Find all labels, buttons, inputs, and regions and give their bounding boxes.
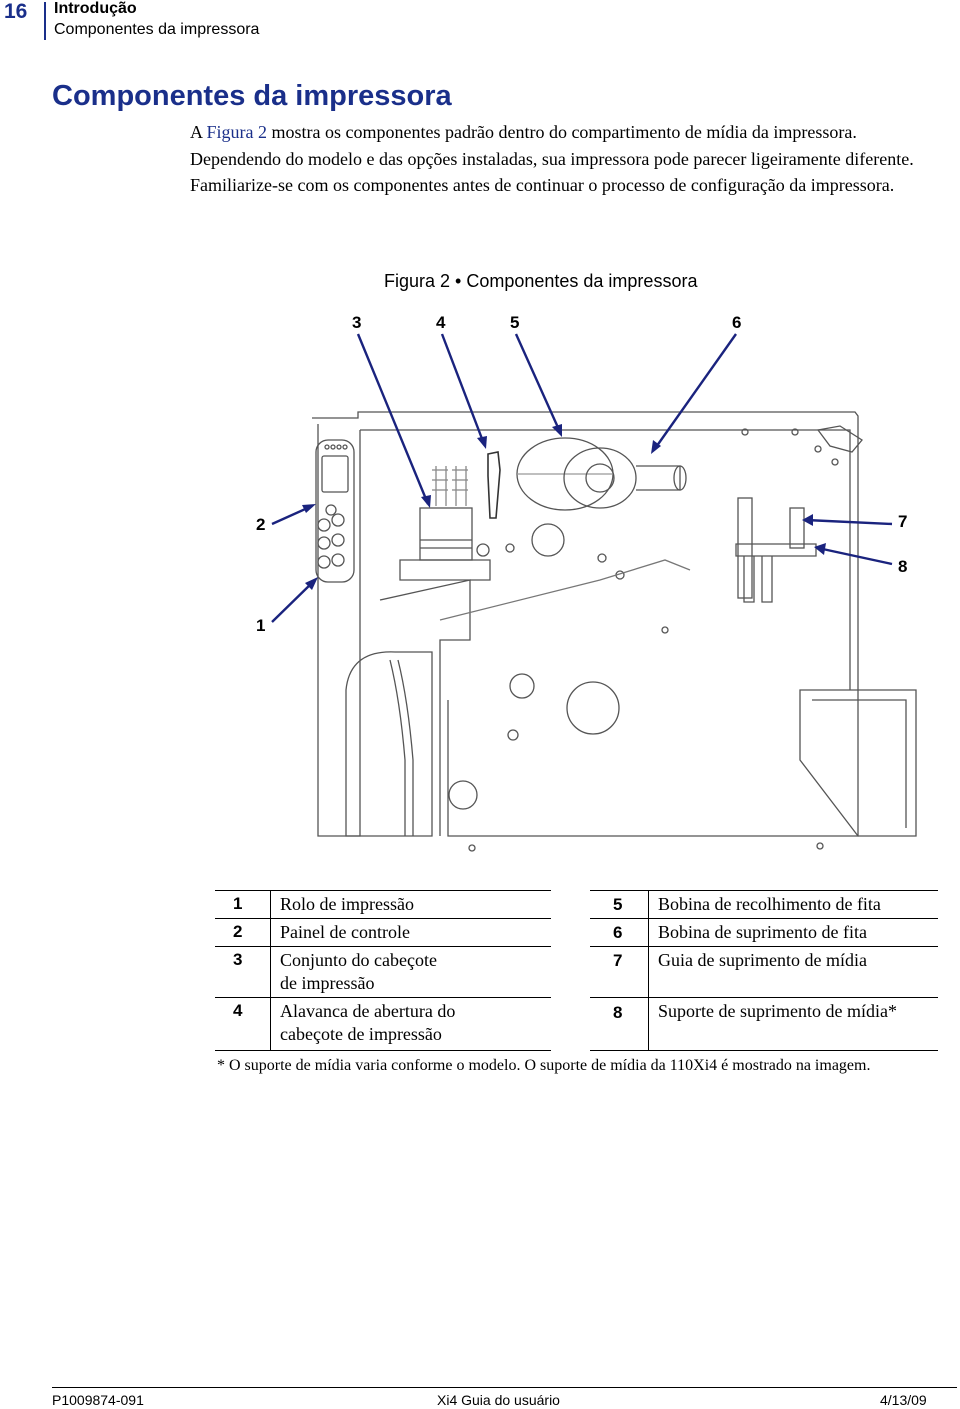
- callout-leaders: [271, 333, 893, 623]
- intro-text-rest: mostra os componentes padrão dentro do c…: [190, 122, 914, 195]
- supply-spindle: [563, 447, 637, 509]
- legend-footnote: * O suporte de mídia varia conforme o mo…: [217, 1057, 871, 1074]
- legend-label: Bobina de suprimento de fita: [658, 922, 867, 942]
- figure-caption: Figura 2 • Componentes da impressora: [384, 271, 698, 291]
- leader-8: [817, 546, 893, 566]
- legend-rule: [590, 946, 938, 947]
- legend-rule: [215, 890, 551, 891]
- legend-label: Guia de suprimento de mídia: [658, 950, 867, 970]
- printhead-lever: [487, 451, 501, 519]
- footer-rule: [52, 1387, 957, 1388]
- legend-num: 2: [233, 922, 243, 941]
- legend-rule: [215, 918, 551, 919]
- page-title: Componentes da impressora: [52, 80, 452, 112]
- legend-label: Bobina de recolhimento de fita: [658, 894, 881, 914]
- legend-label: Alavanca de abertura do: [280, 1001, 456, 1021]
- legend-num: 6: [613, 923, 623, 942]
- chassis-outline: [312, 411, 859, 837]
- legend-rule: [590, 918, 938, 919]
- legend-label: Rolo de impressão: [280, 894, 414, 914]
- callout-4: 4: [436, 313, 446, 332]
- legend-rule: [590, 890, 938, 891]
- legend-label: Painel de controle: [280, 922, 410, 942]
- legend-rule: [215, 946, 551, 947]
- header-divider: [44, 2, 46, 40]
- footer-doc-id: P1009874-091: [52, 1392, 144, 1408]
- leader-5: [514, 333, 562, 433]
- legend-vrule: [648, 890, 649, 1050]
- lcd-display: [321, 455, 349, 493]
- legend-label: cabeçote de impressão: [280, 1024, 442, 1044]
- legend-num: 5: [613, 895, 623, 914]
- large-roller: [566, 681, 620, 735]
- callout-1: 1: [256, 616, 265, 635]
- leader-7: [805, 518, 893, 526]
- roller: [531, 523, 565, 557]
- legend-rule: [590, 997, 938, 998]
- front-bezel: [317, 424, 361, 837]
- printer-drawing: [312, 411, 917, 852]
- legend-rule: [215, 1050, 551, 1051]
- supply-door: [799, 689, 917, 837]
- figure-link[interactable]: Figura 2: [206, 122, 268, 142]
- callout-2: 2: [256, 515, 265, 534]
- legend-num: 7: [613, 951, 623, 970]
- legend-num: 8: [613, 1003, 623, 1022]
- legend-num: 4: [233, 1001, 243, 1020]
- legend-label: de impressão: [280, 973, 375, 993]
- legend-label: Suporte de suprimento de mídia*: [658, 1001, 897, 1021]
- intro-paragraph: A Figura 2 mostra os componentes padrão …: [190, 119, 950, 199]
- leader-1: [271, 579, 316, 623]
- leader-6: [653, 333, 737, 451]
- callout-6: 6: [732, 313, 741, 332]
- printhead-block: [419, 507, 473, 561]
- intro-text-start: A: [190, 122, 207, 142]
- callout-5: 5: [510, 313, 519, 332]
- legend-vrule: [270, 890, 271, 1050]
- leader-4: [440, 333, 486, 445]
- legend-rule: [215, 997, 551, 998]
- header-section: Componentes da impressora: [54, 21, 260, 38]
- callout-3: 3: [352, 313, 361, 332]
- legend-rule: [590, 1050, 938, 1051]
- leader-3: [356, 333, 430, 505]
- media-guide: [737, 497, 753, 599]
- printer-components-figure: 1 2 3 4 5 6 7 8: [256, 313, 917, 852]
- footer-date: 4/13/09: [880, 1392, 927, 1408]
- header-chapter: Introdução: [54, 0, 137, 17]
- control-panel-shape: [315, 439, 355, 583]
- legend-num: 3: [233, 950, 243, 969]
- front-cover: [345, 651, 433, 837]
- callout-7: 7: [898, 512, 907, 531]
- page-number: 16: [4, 0, 28, 23]
- legend-label: Conjunto do cabeçote: [280, 950, 437, 970]
- footer-guide-title: Xi4 Guia do usuário: [437, 1392, 560, 1408]
- media-hanger: [735, 543, 817, 557]
- callout-8: 8: [898, 557, 907, 576]
- legend-num: 1: [233, 894, 243, 913]
